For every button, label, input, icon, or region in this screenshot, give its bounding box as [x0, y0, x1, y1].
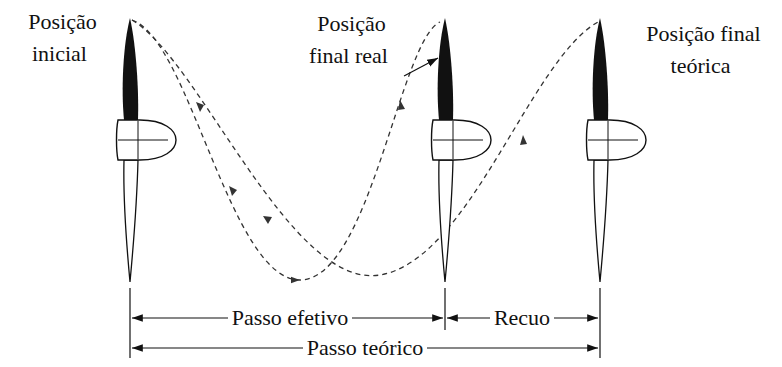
propeller	[587, 18, 647, 282]
position-label: Posição final real	[294, 8, 406, 72]
position-label: Posição final teórica	[626, 18, 778, 82]
propeller	[117, 18, 177, 282]
leader-line	[404, 58, 438, 76]
path-arrowheads	[196, 100, 527, 224]
propeller	[432, 18, 492, 282]
dimension-label: Recuo	[490, 304, 554, 333]
position-label: Posição inicial	[2, 6, 120, 70]
dimension-label: Passo efetivo	[228, 304, 353, 333]
dimension-label: Passo teórico	[303, 334, 428, 363]
